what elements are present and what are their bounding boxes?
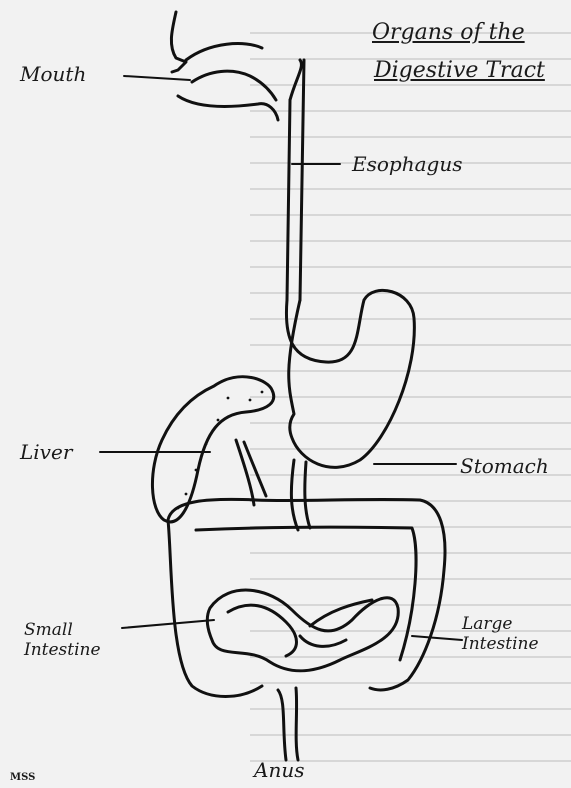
small-intestine bbox=[207, 590, 398, 671]
rectum bbox=[278, 688, 298, 760]
chin bbox=[178, 96, 278, 120]
bile-duct bbox=[236, 440, 266, 505]
head-profile bbox=[171, 12, 186, 72]
small-intestine-label: Small Intestine bbox=[24, 620, 124, 660]
esophagus-label: Esophagus bbox=[352, 152, 462, 176]
small-intestine-leader bbox=[122, 620, 214, 628]
title-line-2: Digestive Tract bbox=[374, 58, 545, 83]
mouth-leader bbox=[124, 76, 190, 80]
large-intestine-label: Large Intestine bbox=[462, 614, 562, 654]
stomach bbox=[286, 290, 414, 467]
small-intestine-loop bbox=[228, 600, 372, 656]
throat-back bbox=[290, 60, 301, 100]
stomach-label: Stomach bbox=[460, 454, 549, 478]
mouth-palate bbox=[186, 44, 262, 60]
tongue bbox=[192, 71, 276, 100]
esophagus bbox=[287, 60, 304, 300]
large-intestine-leader bbox=[412, 636, 462, 640]
mouth-label: Mouth bbox=[20, 62, 86, 86]
artist-credit: MSS bbox=[10, 772, 35, 783]
title-line-1: Organs of the bbox=[372, 20, 525, 45]
liver-label: Liver bbox=[20, 440, 72, 464]
duodenum bbox=[291, 460, 310, 530]
anus-label: Anus bbox=[254, 758, 304, 782]
